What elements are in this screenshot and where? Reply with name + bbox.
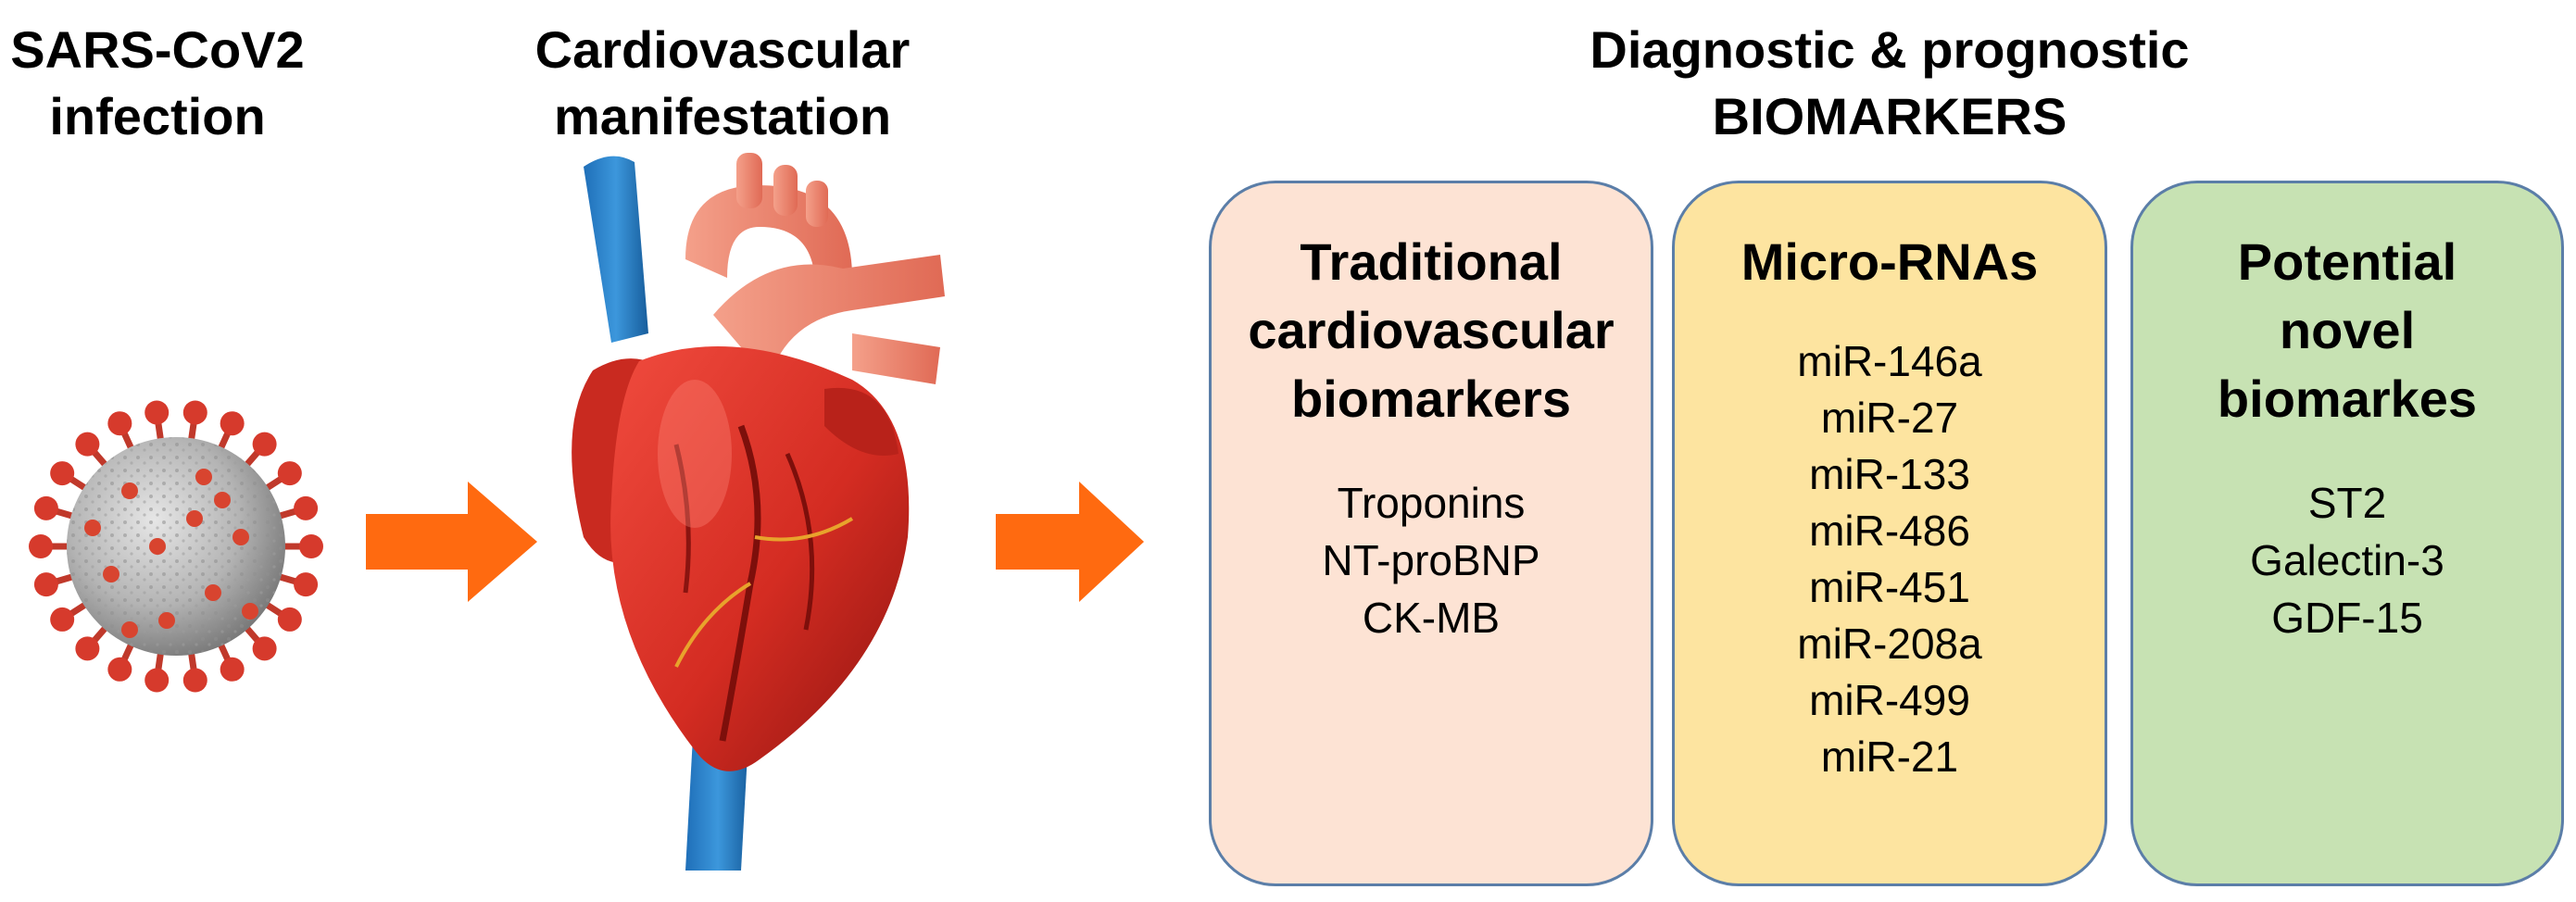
list-item: CK-MB: [1362, 594, 1501, 642]
coronavirus-icon: [29, 400, 323, 693]
biomarkers-heading: Diagnostic & prognostic BIOMARKERS: [1590, 20, 2190, 145]
list-item: Galectin-3: [2250, 536, 2444, 584]
novel-biomarkers-box: Potential novel biomarkes ST2 Galectin-3…: [2130, 181, 2564, 886]
traditional-biomarkers-box: Traditional cardiovascular biomarkers Tr…: [1209, 181, 1653, 886]
manifestation-heading: Cardiovascular manifestation: [534, 20, 911, 145]
biomarker-list: Troponins NT-proBNP CK-MB: [1212, 474, 1651, 646]
box-title: Micro-RNAs: [1740, 232, 2039, 291]
biomarker-list: ST2 Galectin-3 GDF-15: [2133, 474, 2561, 646]
infection-heading: SARS-CoV2 infection: [10, 20, 305, 145]
list-item: ST2: [2307, 479, 2387, 527]
list-item: miR-146a: [1797, 337, 1982, 385]
list-item: miR-208a: [1797, 620, 1982, 668]
list-item: miR-451: [1809, 563, 1970, 611]
list-item: miR-27: [1820, 394, 1959, 442]
arrow-right-icon: [996, 482, 1144, 602]
biomarker-list: miR-146a miR-27 miR-133 miR-486 miR-451 …: [1675, 333, 2105, 785]
list-item: miR-133: [1809, 450, 1970, 498]
list-item: miR-499: [1809, 676, 1970, 724]
heart-icon: [572, 153, 945, 871]
micro-rna-box: Micro-RNAs miR-146a miR-27 miR-133 miR-4…: [1672, 181, 2107, 886]
arrow-right-icon: [366, 482, 537, 602]
box-title: Potential novel biomarkes: [2217, 232, 2478, 428]
list-item: NT-proBNP: [1322, 536, 1540, 584]
list-item: miR-486: [1809, 507, 1970, 555]
list-item: GDF-15: [2271, 594, 2423, 642]
list-item: Troponins: [1337, 479, 1526, 527]
box-title: Traditional cardiovascular biomarkers: [1248, 232, 1615, 428]
list-item: miR-21: [1820, 733, 1959, 781]
